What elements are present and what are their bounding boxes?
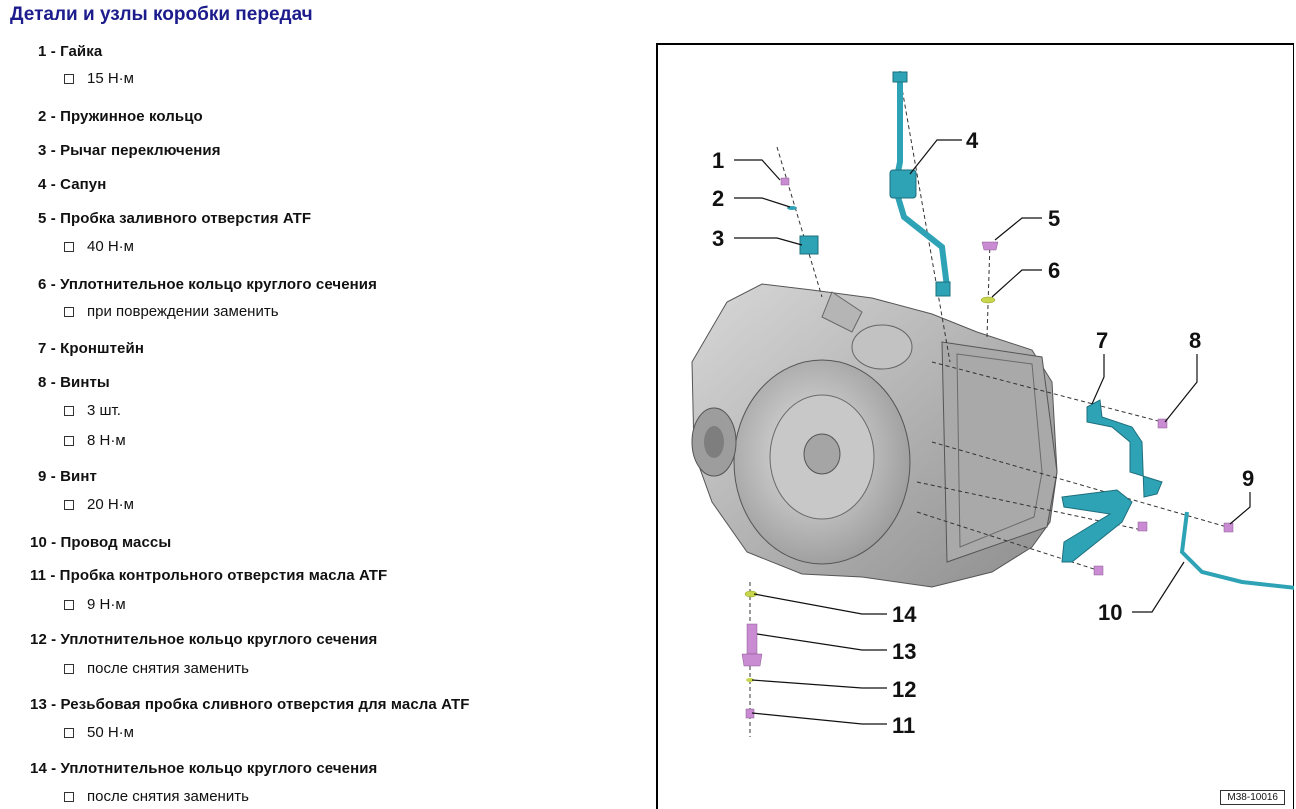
part-1-detail: 15 Н·м xyxy=(64,70,134,87)
checkbox-bullet-icon xyxy=(64,728,74,738)
part-1-label: 1 - Гайка xyxy=(38,43,103,60)
nut xyxy=(780,177,790,186)
checkbox-bullet-icon xyxy=(64,436,74,446)
part-10-label: 10 - Провод массы xyxy=(30,534,172,551)
checkbox-bullet-icon xyxy=(64,406,74,416)
part-6-detail: при повреждении заменить xyxy=(64,303,279,320)
part-13-label: 13 - Резьбовая пробка сливного отверстия… xyxy=(30,696,470,713)
callout-6: 6 xyxy=(1048,258,1060,283)
callout-14: 14 xyxy=(892,602,917,627)
callout-13: 13 xyxy=(892,639,916,664)
part-11-detail: 9 Н·м xyxy=(64,596,126,613)
part-12-label: 12 - Уплотнительное кольцо круглого сече… xyxy=(30,631,378,648)
part-2-label: 2 - Пружинное кольцо xyxy=(38,108,203,125)
shift-lever xyxy=(799,235,819,255)
checkbox-bullet-icon xyxy=(64,500,74,510)
part-5-label: 5 - Пробка заливного отверстия ATF xyxy=(38,210,312,227)
part-4-label: 4 - Сапун xyxy=(38,176,107,193)
parts-list: 1 - Гайка 15 Н·м 2 - Пружинное кольцо 3 … xyxy=(0,0,640,809)
part-13-detail: 50 Н·м xyxy=(64,724,134,741)
part-6-label: 6 - Уплотнительное кольцо круглого сечен… xyxy=(38,276,377,293)
part-8-detail-2: 8 Н·м xyxy=(64,432,126,449)
callout-3: 3 xyxy=(712,226,724,251)
check-plug-o-ring xyxy=(746,678,754,682)
part-7-label: 7 - Кронштейн xyxy=(38,340,144,357)
part-9-detail: 20 Н·м xyxy=(64,496,134,513)
bracket xyxy=(1061,399,1163,563)
part-5-detail: 40 Н·м xyxy=(64,238,134,255)
callout-4: 4 xyxy=(966,128,979,153)
filler-o-ring xyxy=(980,296,996,304)
page-title: Детали и узлы коробки передач xyxy=(10,4,313,25)
checkbox-bullet-icon xyxy=(64,307,74,317)
callout-10: 10 xyxy=(1098,600,1122,625)
checkbox-bullet-icon xyxy=(64,600,74,610)
callout-12: 12 xyxy=(892,677,916,702)
callout-11: 11 xyxy=(892,713,915,738)
part-11-label: 11 - Пробка контрольного отверстия масла… xyxy=(30,567,388,584)
part-14-detail: после снятия заменить xyxy=(64,788,249,805)
part-8-detail-1: 3 шт. xyxy=(64,402,121,419)
checkbox-bullet-icon xyxy=(64,664,74,674)
filler-plug xyxy=(981,241,999,251)
checkbox-bullet-icon xyxy=(64,242,74,252)
part-8-label: 8 - Винты xyxy=(38,374,110,391)
checkbox-bullet-icon xyxy=(64,74,74,84)
part-12-detail: после снятия заменить xyxy=(64,660,249,677)
callout-9: 9 xyxy=(1242,466,1254,491)
figure-code: M38-10016 xyxy=(1220,790,1285,805)
checkbox-bullet-icon xyxy=(64,792,74,802)
callout-numbers: 1 2 3 4 5 6 7 8 9 10 11 12 13 14 xyxy=(712,128,1254,738)
ground-wire xyxy=(1179,511,1294,590)
gearbox-exploded-view: 1 2 3 4 5 6 7 8 9 10 11 12 13 14 M38-100… xyxy=(656,43,1294,809)
breather-hose xyxy=(889,71,951,297)
gearbox-drawing: 1 2 3 4 5 6 7 8 9 10 11 12 13 14 xyxy=(691,71,1294,738)
bracket-screws xyxy=(1093,418,1168,576)
drain-plug xyxy=(741,623,763,667)
part-14-label: 14 - Уплотнительное кольцо круглого сече… xyxy=(30,760,378,777)
transmission-housing xyxy=(691,283,1058,588)
ground-screw xyxy=(1223,522,1234,533)
part-3-label: 3 - Рычаг переключения xyxy=(38,142,221,159)
callout-5: 5 xyxy=(1048,206,1060,231)
callout-1: 1 xyxy=(712,148,724,173)
part-9-label: 9 - Винт xyxy=(38,468,97,485)
callout-8: 8 xyxy=(1189,328,1201,353)
callout-leader-lines xyxy=(734,139,1251,725)
callout-2: 2 xyxy=(712,186,724,211)
callout-7: 7 xyxy=(1096,328,1108,353)
